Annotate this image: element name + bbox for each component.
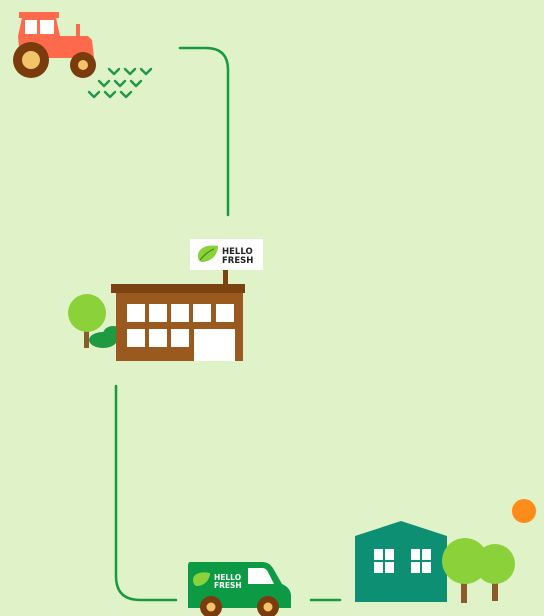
- sign-brand-line2: FRESH: [222, 256, 253, 266]
- crops-icon: [89, 69, 151, 97]
- tractor-icon: [13, 12, 96, 78]
- hellofresh-sign-icon: HELLO FRESH: [190, 239, 263, 286]
- tree-icon: [475, 544, 515, 601]
- delivery-van-icon: HELLO FRESH: [188, 562, 291, 616]
- factory-icon: [111, 284, 245, 361]
- path-factory-to-van: [116, 386, 176, 600]
- house-icon: [355, 521, 447, 602]
- path-farm-to-factory: [180, 48, 228, 215]
- sun-icon: [512, 499, 536, 523]
- van-brand-line2: FRESH: [214, 581, 242, 590]
